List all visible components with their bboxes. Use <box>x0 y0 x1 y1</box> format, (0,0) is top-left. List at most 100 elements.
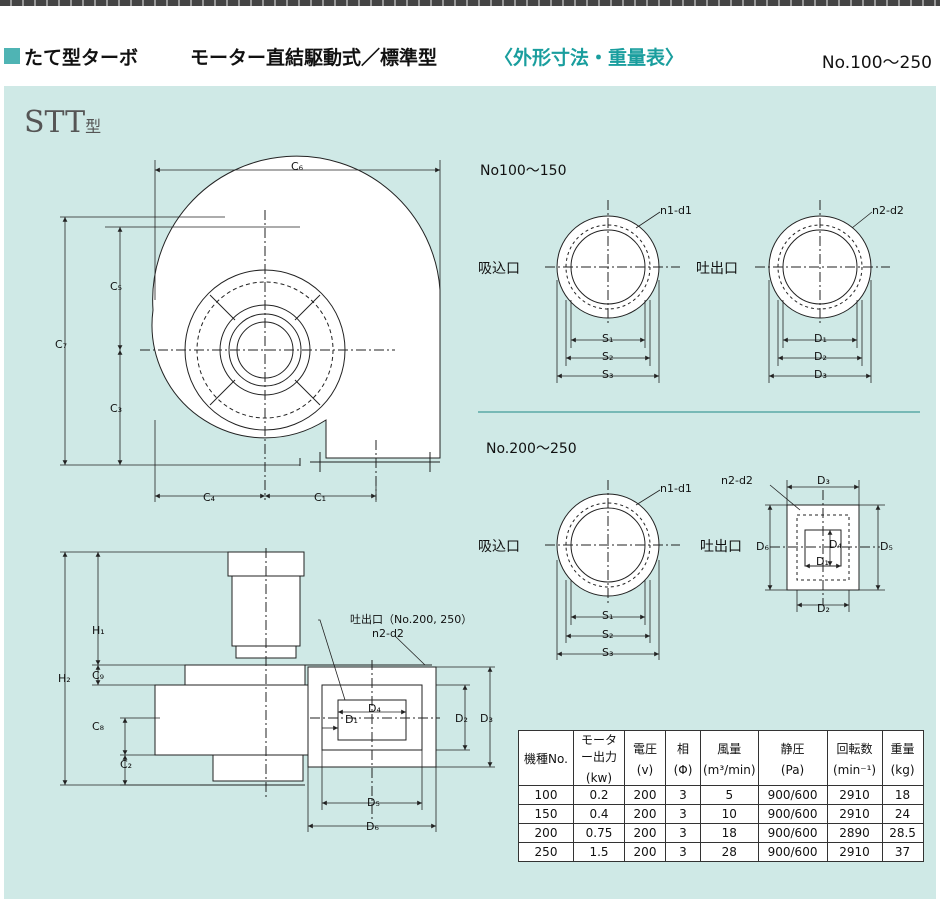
cell-phase: 3 <box>665 804 701 824</box>
side-n2d2-label: n2-d2 <box>372 627 404 640</box>
suction-label-bottom: 吸込口 <box>478 539 520 555</box>
cell-voltage: 200 <box>624 842 666 862</box>
col-rpm-name: 回転数 <box>836 741 873 756</box>
col-motor: モーター出力 (kw) <box>573 730 625 786</box>
dim-d3-bottom: D₃ <box>817 474 830 487</box>
dim-s2-top: S₂ <box>602 350 614 363</box>
dim-s1-top: S₁ <box>602 332 614 345</box>
cell-rpm: 2890 <box>826 823 883 843</box>
col-voltage: 電圧 (v) <box>624 730 666 786</box>
cell-airflow: 18 <box>700 823 759 843</box>
dim-c7: C₇ <box>55 338 68 351</box>
bottom-n2d2-label: n2-d2 <box>721 474 753 487</box>
dim-d2-side: D₂ <box>455 712 468 725</box>
dim-d6-bottom: D₆ <box>756 540 769 553</box>
bottom-flange-dimensions <box>556 480 885 660</box>
dim-h2: H₂ <box>58 672 71 685</box>
dim-d3-top: D₃ <box>814 368 827 381</box>
section-bottom-label: No.200〜250 <box>486 441 577 457</box>
dim-d1-side: D₁ <box>345 713 358 726</box>
cell-voltage: 200 <box>624 785 666 805</box>
cell-model: 250 <box>518 842 574 862</box>
cell-weight: 28.5 <box>881 823 924 843</box>
col-motor-name: モーター出力 <box>580 733 617 764</box>
col-phase: 相(Φ) <box>665 730 701 786</box>
header-marker <box>4 48 20 64</box>
dim-c9: C₉ <box>92 669 105 682</box>
cell-pressure: 900/600 <box>757 842 828 862</box>
col-weight: 重量(kg) <box>881 730 924 786</box>
col-weight-unit: (kg) <box>890 762 915 777</box>
top-border-strip <box>0 0 940 6</box>
top-n2d2-label: n2-d2 <box>872 204 904 217</box>
discharge-label-top: 吐出口 <box>696 261 738 277</box>
dim-d1-top: D₁ <box>814 332 827 345</box>
section-top-label: No100〜150 <box>480 163 567 179</box>
dim-s1-bottom: S₁ <box>602 609 614 622</box>
dim-d5-side: D₅ <box>367 796 380 809</box>
cell-weight: 18 <box>881 785 924 805</box>
col-pressure: 静圧 (Pa) <box>757 730 828 786</box>
suction-flange-large <box>545 480 680 605</box>
cell-pressure: 900/600 <box>757 785 828 805</box>
side-view-dimensions <box>60 551 495 832</box>
col-voltage-name: 電圧 <box>632 741 657 756</box>
front-view-drawing <box>140 155 441 500</box>
model-suffix: 型 <box>85 117 102 136</box>
cell-motor: 0.2 <box>573 785 625 805</box>
top-n1d1-label: n1-d1 <box>660 204 692 217</box>
spec-table: 機種No. モーター出力 (kw) 電圧 (v) 相(Φ) 風量 (m³/min) 静… <box>518 730 924 862</box>
suction-flange-small <box>545 200 680 325</box>
col-pressure-name: 静圧 <box>780 741 805 756</box>
dim-c2: C₂ <box>120 758 133 771</box>
col-pressure-unit: (Pa) <box>780 762 805 777</box>
dim-s2-bottom: S₂ <box>602 628 614 641</box>
side-view-drawing <box>154 548 440 820</box>
col-phase-unit: (Φ) <box>673 762 693 777</box>
col-model: 機種No. <box>518 730 574 786</box>
model-name: STT型 <box>24 105 101 140</box>
col-rpm: 回転数(min⁻¹) <box>826 730 883 786</box>
col-motor-unit: (kw) <box>585 771 613 785</box>
cell-pressure: 900/600 <box>757 823 828 843</box>
model-name-text: STT <box>24 105 86 140</box>
discharge-note: 吐出口（No.200, 250） <box>350 613 473 626</box>
col-airflow-unit: (m³/min) <box>703 762 756 777</box>
cell-airflow: 28 <box>700 842 759 862</box>
cell-phase: 3 <box>665 785 701 805</box>
cell-weight: 37 <box>881 842 924 862</box>
cell-motor: 0.75 <box>573 823 625 843</box>
cell-weight: 24 <box>881 804 924 824</box>
cell-model: 100 <box>518 785 574 805</box>
spec-table-header: 機種No. モーター出力 (kw) 電圧 (v) 相(Φ) 風量 (m³/min) 静… <box>518 730 924 786</box>
cell-motor: 0.4 <box>573 804 625 824</box>
col-model-name: 機種No. <box>524 751 568 766</box>
dim-s3-bottom: S₃ <box>602 646 614 659</box>
col-voltage-unit: (v) <box>636 762 654 777</box>
dim-c3: C₃ <box>110 402 123 415</box>
dim-c1: C₁ <box>314 491 327 504</box>
discharge-label-bottom: 吐出口 <box>700 539 742 555</box>
front-view-dimensions <box>60 160 441 502</box>
cell-phase: 3 <box>665 823 701 843</box>
cell-voltage: 200 <box>624 823 666 843</box>
bottom-n1d1-label: n1-d1 <box>660 482 692 495</box>
col-airflow-name: 風量 <box>717 741 742 756</box>
dim-d2-top: D₂ <box>814 350 827 363</box>
cell-motor: 1.5 <box>573 842 625 862</box>
dim-d6-side: D₆ <box>366 820 379 833</box>
discharge-flange-square <box>770 490 880 605</box>
dim-d4-side: D₄ <box>368 702 381 715</box>
cell-rpm: 2910 <box>826 842 883 862</box>
dim-d2-bottom: D₂ <box>817 602 830 615</box>
dim-s3-top: S₃ <box>602 368 614 381</box>
dim-d1-bottom: D₁ <box>816 555 829 568</box>
dim-c5: C₅ <box>110 280 123 293</box>
dim-c4: C₄ <box>203 491 216 504</box>
header-title: モーター直結駆動式／標準型 <box>190 47 438 69</box>
